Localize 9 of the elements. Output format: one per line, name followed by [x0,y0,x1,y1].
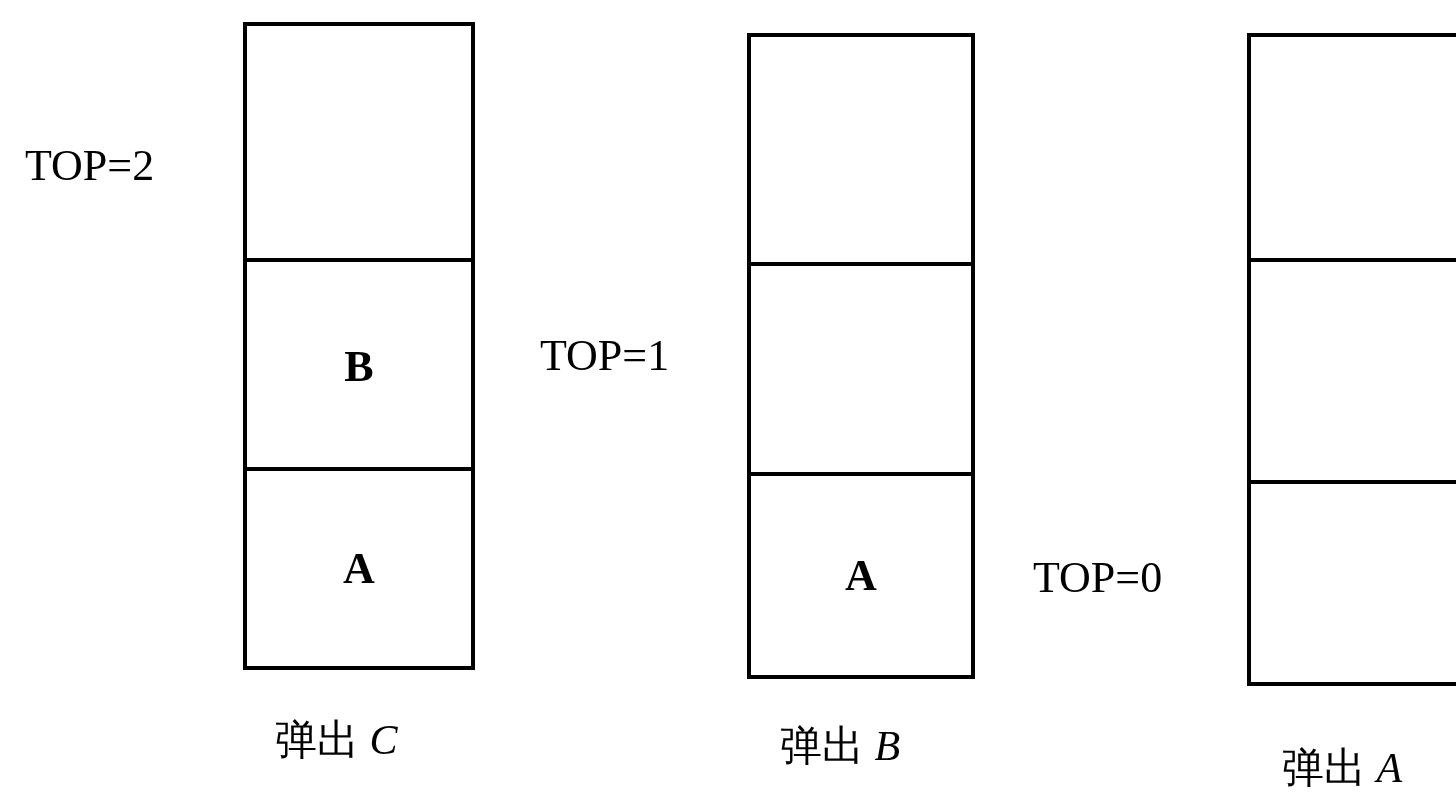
stack-caption: 弹出 A [1282,744,1403,793]
stack-caption: 弹出 B [780,722,901,771]
top-pointer-label: TOP=2 [25,140,155,191]
top-pointer-label: TOP=0 [1033,552,1163,603]
top-pointer-label: TOP=1 [540,330,670,381]
stack-cell [1247,480,1456,686]
stack-cell: A [243,467,475,670]
stack-caption: 弹出 C [275,716,398,765]
stack-cell: A [747,472,975,679]
